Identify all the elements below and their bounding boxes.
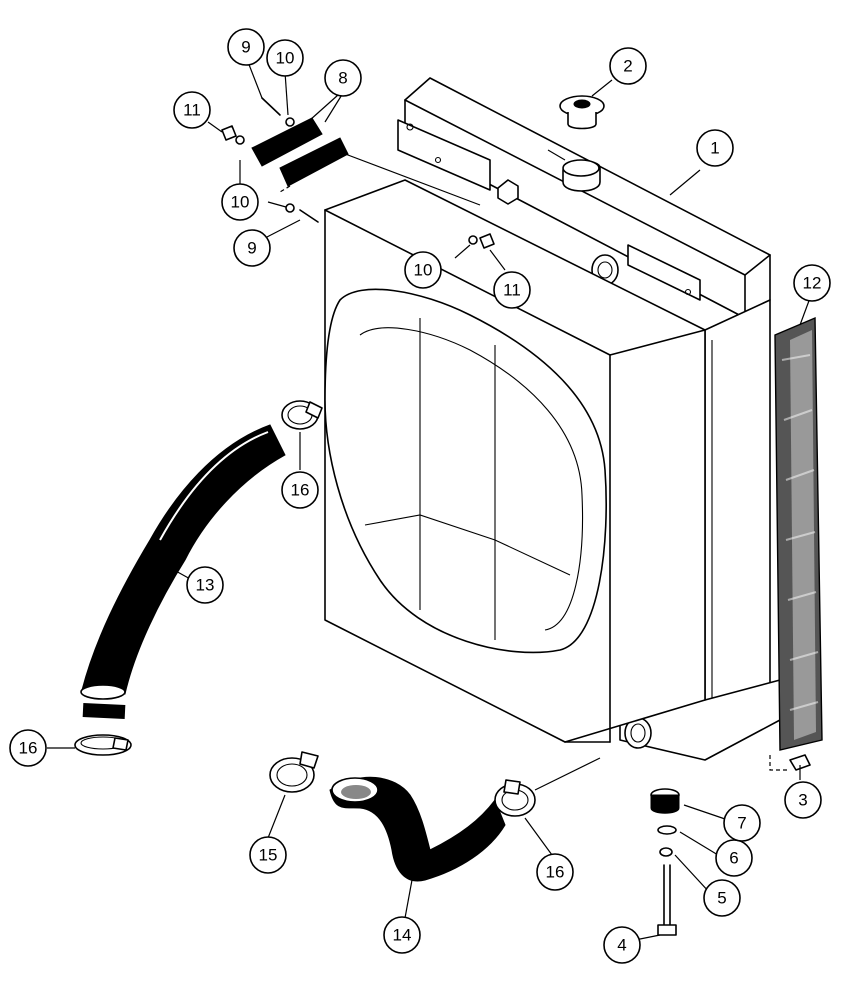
callout-10-left: 10 [221, 183, 259, 221]
callout-3: 3 [784, 781, 822, 819]
callout-label: 7 [737, 814, 746, 833]
callout-15: 15 [249, 836, 287, 874]
callout-label: 11 [183, 101, 201, 120]
callout-label: 12 [803, 274, 822, 293]
callout-label: 1 [710, 139, 719, 158]
isolator-pads [251, 117, 481, 206]
callout-label: 5 [717, 889, 726, 908]
callout-11-top: 11 [173, 91, 211, 129]
callout-label: 15 [259, 846, 278, 865]
callout-label: 16 [546, 863, 565, 882]
callout-label: 11 [503, 281, 521, 300]
callout-6: 6 [715, 839, 753, 877]
leader-lines [47, 61, 811, 941]
radiator-cap [559, 95, 605, 130]
fan-shroud [324, 179, 706, 743]
callout-2: 2 [609, 47, 647, 85]
callout-4: 4 [603, 926, 641, 964]
callout-label: 14 [393, 926, 412, 945]
callout-label: 3 [798, 791, 807, 810]
callout-9-bottom: 9 [233, 229, 271, 267]
callout-9-top: 9 [227, 28, 265, 66]
callout-5: 5 [703, 879, 741, 917]
callout-label: 2 [623, 57, 632, 76]
callout-label: 16 [19, 739, 38, 758]
callout-12: 12 [793, 264, 831, 302]
callout-label: 13 [196, 576, 215, 595]
callout-10-top: 10 [266, 39, 304, 77]
callout-1: 1 [696, 129, 734, 167]
callout-label: 4 [617, 936, 626, 955]
callout-13: 13 [186, 566, 224, 604]
callout-16-right: 16 [536, 853, 574, 891]
callout-label: 9 [247, 239, 256, 258]
callout-8: 8 [324, 59, 362, 97]
callout-label: 10 [414, 261, 433, 280]
callout-7: 7 [723, 804, 761, 842]
callout-label: 10 [231, 193, 250, 212]
callout-16-upper: 16 [281, 471, 319, 509]
drain-hardware [650, 754, 811, 936]
radiator-assembly [397, 77, 781, 761]
callout-label: 6 [729, 849, 738, 868]
upper-hose [74, 400, 323, 756]
callout-16-left: 16 [9, 729, 47, 767]
callout-10-center: 10 [404, 251, 442, 289]
hardware-top-left [221, 97, 495, 249]
callout-label: 16 [291, 481, 310, 500]
callout-14: 14 [383, 916, 421, 954]
lower-hose [269, 751, 601, 882]
callout-label: 10 [276, 49, 295, 68]
callout-label: 8 [338, 69, 347, 88]
side-seal [774, 316, 823, 751]
callout-label: 9 [241, 38, 250, 57]
callout-11-center: 11 [493, 271, 531, 309]
